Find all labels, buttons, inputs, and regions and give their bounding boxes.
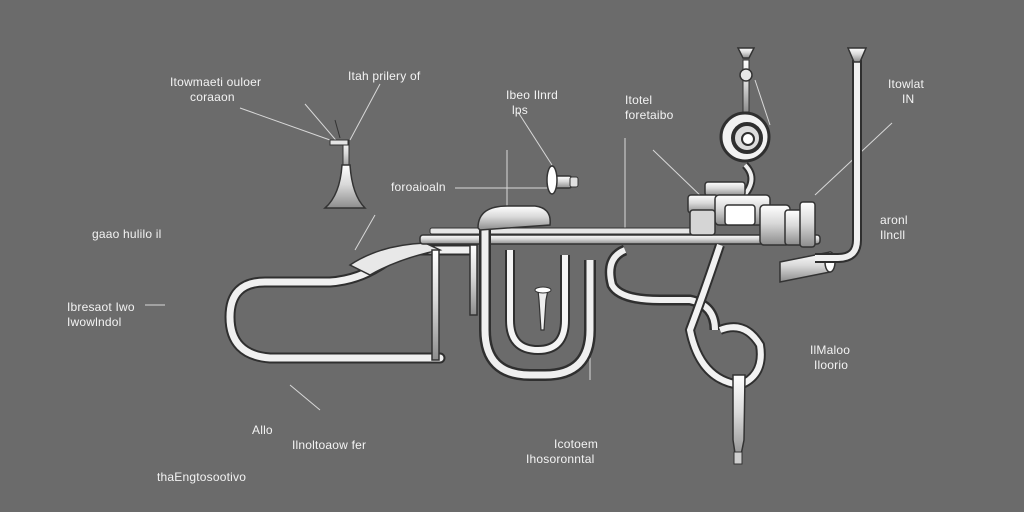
tubing-right-curve <box>604 243 766 465</box>
knob-part <box>546 165 579 195</box>
label-top-right: Itowlat IN <box>888 77 925 106</box>
label-left-mid: gaao hulilo il <box>92 227 162 241</box>
tubing-left-loop <box>224 242 476 364</box>
label-bottom-left-1: Allo Ilnoltoaow fer <box>252 423 367 452</box>
mouthpiece-part <box>322 119 367 209</box>
label-top-left-2: Itah prilery of <box>348 69 421 83</box>
label-right-mid: aronl Ilncll <box>880 213 908 242</box>
label-left-lower: Ibresaot Iwo Iwowlndol <box>67 300 135 329</box>
label-top-center-2: Itotel foretaibo <box>625 93 674 122</box>
valve-cluster <box>687 162 836 283</box>
label-top-center-1: Ibeo Ilnrd lps <box>506 88 559 117</box>
right-vertical-pipe <box>815 47 868 263</box>
label-bottom-center: Icotoem Ihosoronntal <box>526 437 599 466</box>
label-right-lower: IlMaloo Iloorio <box>810 343 851 372</box>
u-loop <box>477 205 596 381</box>
label-bottom-left-2: thaEngtosootivo <box>157 470 247 484</box>
vertical-posts <box>431 244 478 361</box>
spiral-coil <box>719 47 771 163</box>
label-top-left-1: Itowmaeti ouloer coraaon <box>170 75 262 104</box>
label-mid: foroaioaln <box>391 180 446 194</box>
